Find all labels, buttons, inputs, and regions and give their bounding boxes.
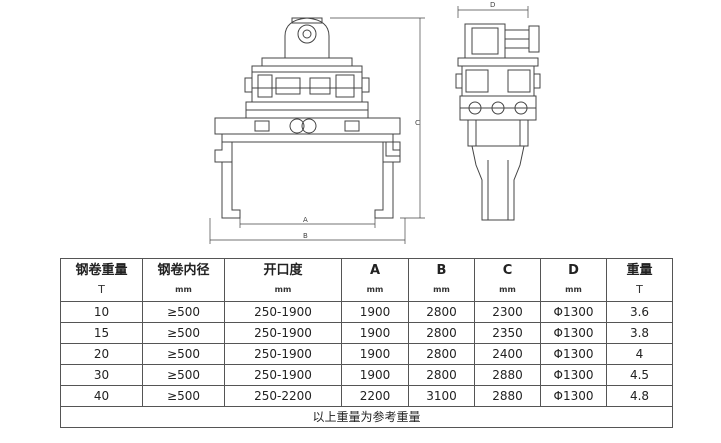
table-cell: 4.8: [606, 385, 673, 407]
table-cell: 20: [60, 343, 143, 365]
table-cell: 1900: [341, 301, 409, 323]
table-cell: 250-1900: [224, 301, 342, 323]
table-cell: ≥500: [142, 343, 225, 365]
table-row: 15 ≥500 250-1900 1900 2800 2350 Φ1300 3.…: [60, 322, 673, 344]
table-cell: 1900: [341, 364, 409, 386]
table-cell: 2350: [474, 322, 541, 344]
table-cell: 2800: [408, 322, 475, 344]
table-cell: 250-1900: [224, 322, 342, 344]
table-cell: 3.6: [606, 301, 673, 323]
table-cell: 2300: [474, 301, 541, 323]
table-cell: 1900: [341, 343, 409, 365]
table-cell: Φ1300: [540, 343, 607, 365]
table-cell: Φ1300: [540, 385, 607, 407]
side-view: [455, 6, 541, 221]
table-cell: ≥500: [142, 322, 225, 344]
table-cell: 250-1900: [224, 364, 342, 386]
table-cell: 4: [606, 343, 673, 365]
table-footnote: 以上重量为参考重量: [60, 406, 673, 428]
table-cell: 4.5: [606, 364, 673, 386]
dimension-label-a: A: [303, 216, 308, 224]
dimension-label-b: B: [303, 232, 308, 240]
table-cell: 15: [60, 322, 143, 344]
table-cell: 2400: [474, 343, 541, 365]
table-cell: 10: [60, 301, 143, 323]
table-cell: 2200: [341, 385, 409, 407]
table-row: 30 ≥500 250-1900 1900 2800 2880 Φ1300 4.…: [60, 364, 673, 386]
table-cell: Φ1300: [540, 322, 607, 344]
table-cell: 2800: [408, 301, 475, 323]
table-cell: 3100: [408, 385, 475, 407]
table-cell: 2800: [408, 343, 475, 365]
table-row: 20 ≥500 250-1900 1900 2800 2400 Φ1300 4: [60, 343, 673, 365]
table-cell: ≥500: [142, 301, 225, 323]
table-cell: 2800: [408, 364, 475, 386]
table-cell: 2880: [474, 385, 541, 407]
table-cell: Φ1300: [540, 301, 607, 323]
table-cell: ≥500: [142, 364, 225, 386]
table-row: 40 ≥500 250-2200 2200 3100 2880 Φ1300 4.…: [60, 385, 673, 407]
front-view: [209, 17, 425, 244]
table-row: 10 ≥500 250-1900 1900 2800 2300 Φ1300 3.…: [60, 301, 673, 323]
table-cell: 250-2200: [224, 385, 342, 407]
table-cell: 250-1900: [224, 343, 342, 365]
technical-drawing: A B C D: [209, 1, 541, 244]
table-cell: Φ1300: [540, 364, 607, 386]
table-cell: 3.8: [606, 322, 673, 344]
table-cell: ≥500: [142, 385, 225, 407]
table-cell: 40: [60, 385, 143, 407]
dimension-label-c: C: [415, 119, 420, 127]
table-cell: 2880: [474, 364, 541, 386]
table-cell: 1900: [341, 322, 409, 344]
table-footnote-row: 以上重量为参考重量: [60, 406, 673, 428]
table-cell: 30: [60, 364, 143, 386]
dimension-label-d: D: [490, 1, 495, 9]
